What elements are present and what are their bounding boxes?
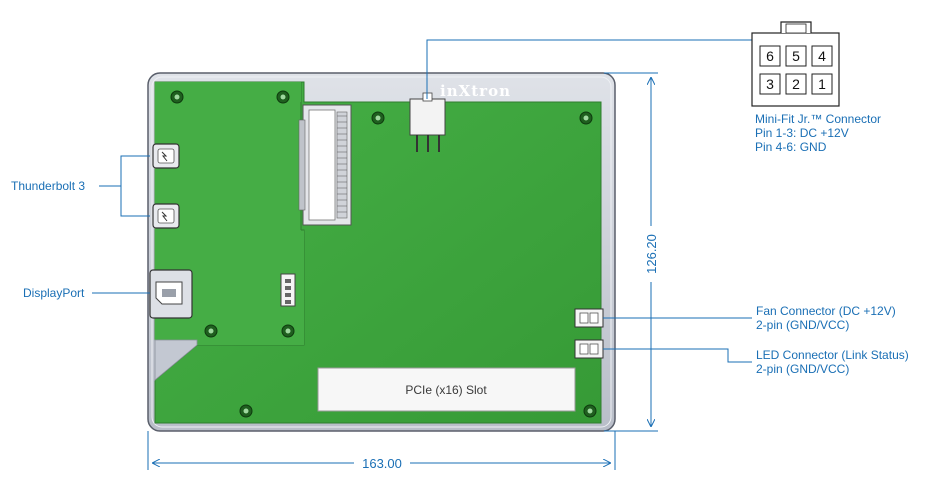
minifit-gnd-pins: Pin 4-6: GND xyxy=(755,140,827,154)
led-callout xyxy=(603,348,752,363)
thunderbolt-callout xyxy=(99,155,150,217)
pin-2: 2 xyxy=(792,76,800,92)
height-dimension xyxy=(604,72,658,432)
thunderbolt-port-2 xyxy=(152,203,180,229)
pin-4: 4 xyxy=(818,48,826,64)
minifit-title: Mini-Fit Jr.™ Connector xyxy=(755,112,881,126)
width-dimension xyxy=(147,431,616,470)
fan-connector xyxy=(574,308,604,328)
brand-logo: inXtron xyxy=(440,82,511,100)
internal-connector xyxy=(280,273,296,307)
pin-5: 5 xyxy=(792,48,800,64)
thunderbolt-port-1 xyxy=(152,143,180,169)
pin-1: 1 xyxy=(818,76,826,92)
pcie-slot: PCIe (x16) Slot xyxy=(317,367,576,412)
pcie-slot-label: PCIe (x16) Slot xyxy=(405,383,487,397)
pin-3: 3 xyxy=(766,76,774,92)
led-connector xyxy=(574,339,604,359)
m2-slot xyxy=(298,104,352,226)
led-pins-label: 2-pin (GND/VCC) xyxy=(756,362,849,376)
thunderbolt-label: Thunderbolt 3 xyxy=(11,179,85,193)
height-value: 126.20 xyxy=(644,234,659,274)
width-value: 163.00 xyxy=(362,456,402,471)
minifit-callout xyxy=(426,39,752,99)
displayport-port xyxy=(149,269,193,319)
displayport-label: DisplayPort xyxy=(23,286,85,300)
minifit-power-pins: Pin 1-3: DC +12V xyxy=(755,126,849,140)
fan-pins-label: 2-pin (GND/VCC) xyxy=(756,318,849,332)
minifit-connector: 6 5 4 3 2 1 xyxy=(751,21,840,107)
pin-6: 6 xyxy=(766,48,774,64)
led-label: LED Connector (Link Status) xyxy=(756,348,909,362)
fan-label: Fan Connector (DC +12V) xyxy=(756,304,896,318)
